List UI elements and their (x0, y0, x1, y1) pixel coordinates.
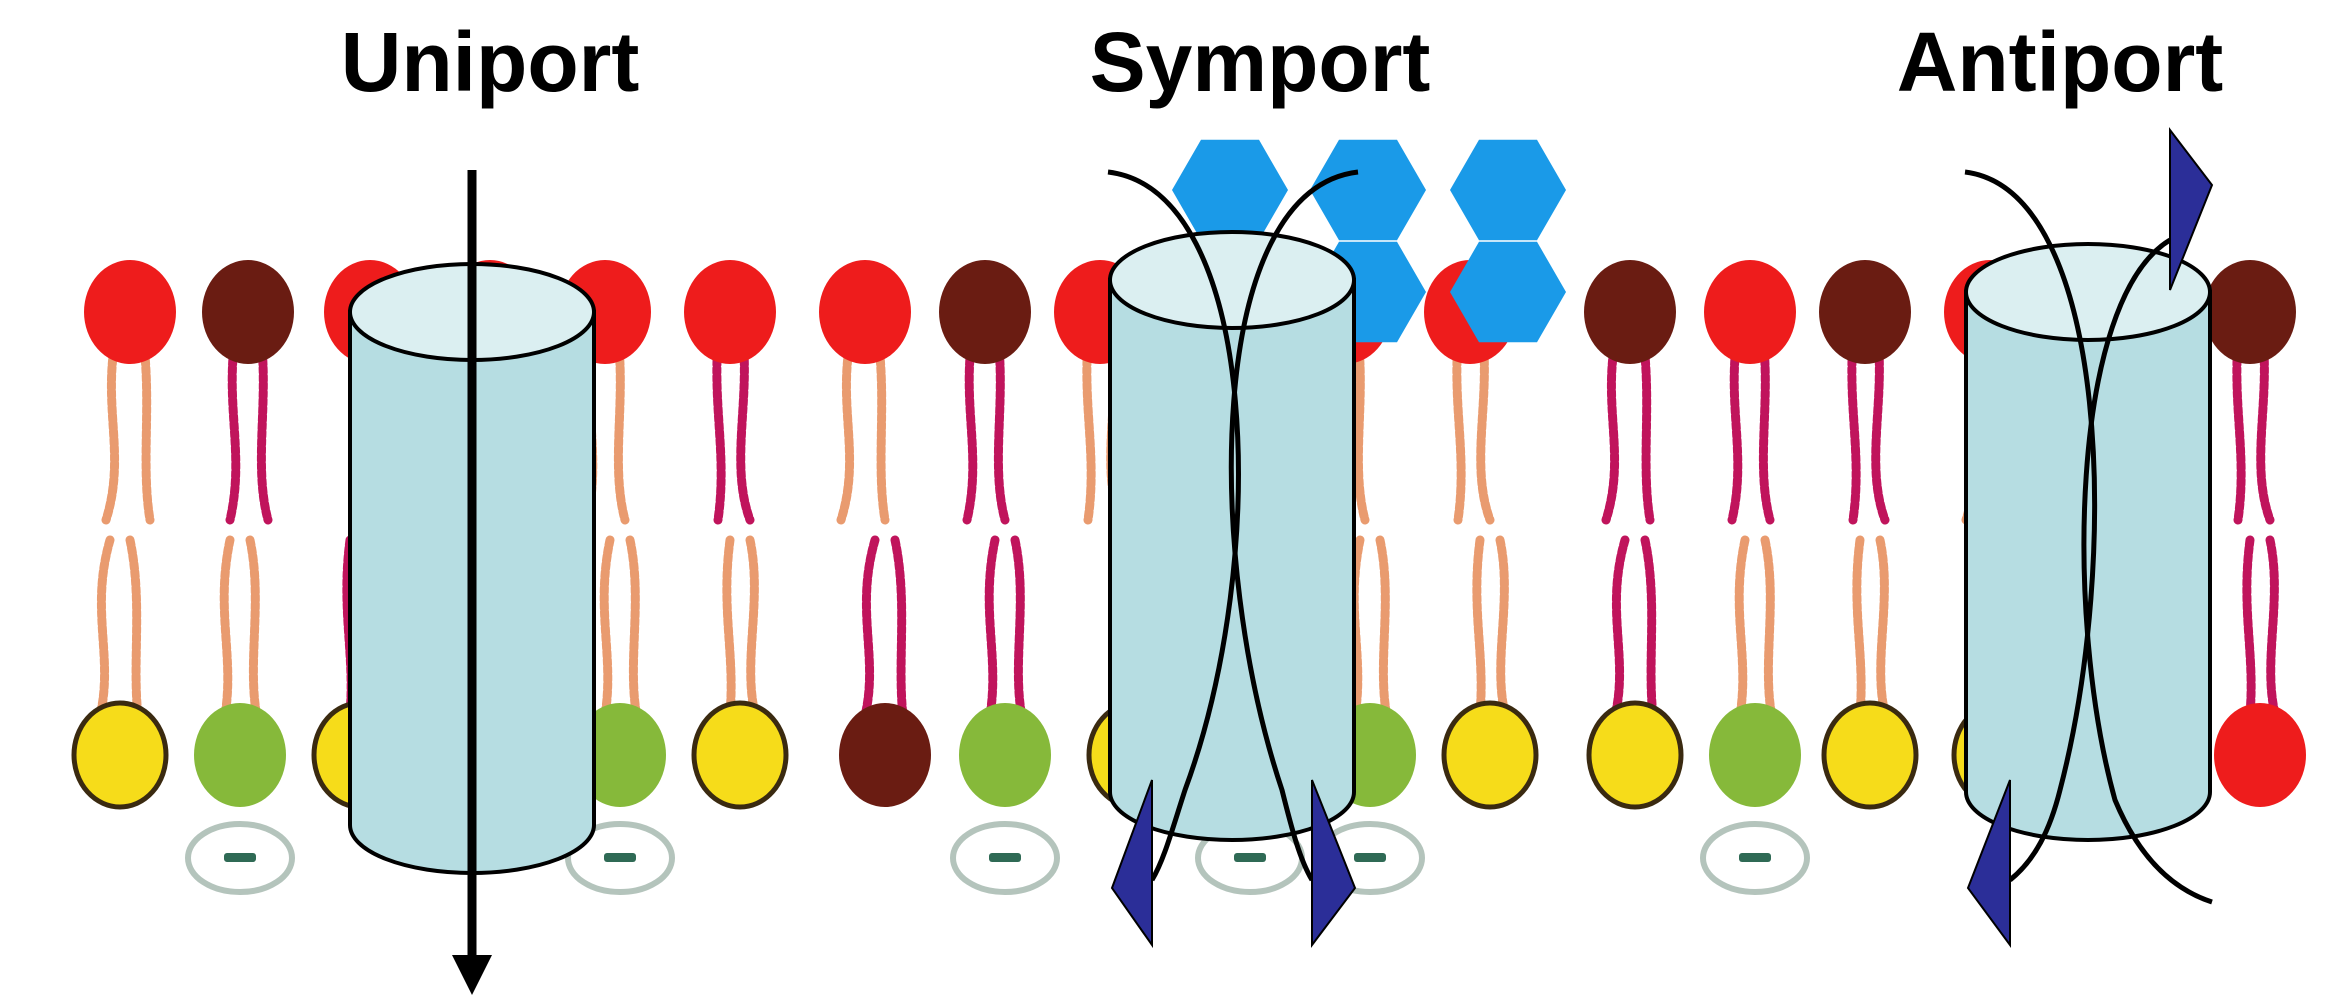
lipid-head (194, 703, 286, 807)
minus-charge-icon (185, 821, 295, 895)
antiport-path-down (1964, 169, 2098, 882)
lipid-head (202, 260, 294, 364)
lipid-tail (1640, 535, 1660, 735)
minus-charge-icon (950, 821, 1060, 895)
lipid-head (1586, 700, 1684, 810)
symport-path-left (1107, 169, 1241, 882)
antiport-protein (1964, 127, 2214, 949)
minus-charge-icon (1700, 821, 1810, 895)
lipid-head (1819, 260, 1911, 364)
lipid-tail (1495, 535, 1515, 735)
solute-hexagon (1450, 139, 1566, 241)
lipid-tail (597, 535, 615, 735)
lipid-head (84, 260, 176, 364)
lipid-head (71, 700, 169, 810)
lipid-tail (1606, 535, 1630, 735)
symport-solute-molecules (1172, 139, 1566, 343)
lipid-tail (125, 535, 145, 735)
lipid-tail (982, 535, 1000, 735)
lipid-head (839, 703, 931, 807)
transport-proteins (348, 127, 2214, 995)
lipid-head (939, 260, 1031, 364)
uniport-protein (348, 170, 596, 995)
solute-hexagon (1172, 139, 1288, 241)
twin-arrowheads-down-icon (1311, 779, 1357, 948)
antiport-path-up (2081, 237, 2213, 905)
lipid-head (819, 260, 911, 364)
lipid-tail (2242, 535, 2256, 735)
opposing-arrowheads-icon (1966, 779, 2011, 949)
charge-minus (224, 853, 256, 862)
lipid-head (959, 703, 1051, 807)
charge-minus (1234, 853, 1266, 862)
cylinder-top (1964, 242, 2212, 342)
lipid-head (1704, 260, 1796, 364)
lipid-tail (1732, 535, 1750, 735)
twin-arrowheads-down-icon (1110, 779, 1153, 949)
charge-minus (1739, 853, 1771, 862)
lipid-tail (1875, 535, 1895, 735)
lipid-tail (745, 535, 765, 735)
lipid-head (1441, 700, 1539, 810)
opposing-arrowheads-icon (2169, 127, 2214, 291)
lipid-head (1584, 260, 1676, 364)
charge-minus (1354, 853, 1386, 862)
solute-hexagon (1450, 241, 1566, 343)
lipid-tail (1010, 535, 1030, 735)
uniport-title: Uniport (340, 15, 640, 109)
lipid-head (684, 260, 776, 364)
minus-charge-icon (565, 821, 675, 895)
lipid-tail (245, 535, 265, 735)
lipid-tail (856, 535, 880, 735)
lipid-head (2204, 260, 2296, 364)
cylinder-top (1108, 230, 1356, 330)
charge-minus (604, 853, 636, 862)
lipid-tail (625, 535, 645, 735)
antiport-title: Antiport (1896, 15, 2224, 109)
arrow-down-icon (452, 955, 492, 995)
lipid-tail (91, 535, 115, 735)
symport-path-right (1228, 169, 1359, 882)
lipid-head (691, 700, 789, 810)
lipid-head (574, 703, 666, 807)
charge-minus (989, 853, 1021, 862)
lipid-tail (890, 535, 910, 735)
lipid-tail (1375, 535, 1395, 735)
symport-protein (1107, 169, 1359, 949)
lipid-head (1821, 700, 1919, 810)
lipid-tail (1760, 535, 1780, 735)
lipid-head (1709, 703, 1801, 807)
cylinder-body (1964, 290, 2212, 842)
lipid-head (2214, 703, 2306, 807)
lipid-tail (217, 535, 235, 735)
solute-hexagon (1310, 139, 1426, 241)
lipid-tail (2265, 535, 2285, 735)
symport-title: Symport (1089, 15, 1431, 109)
